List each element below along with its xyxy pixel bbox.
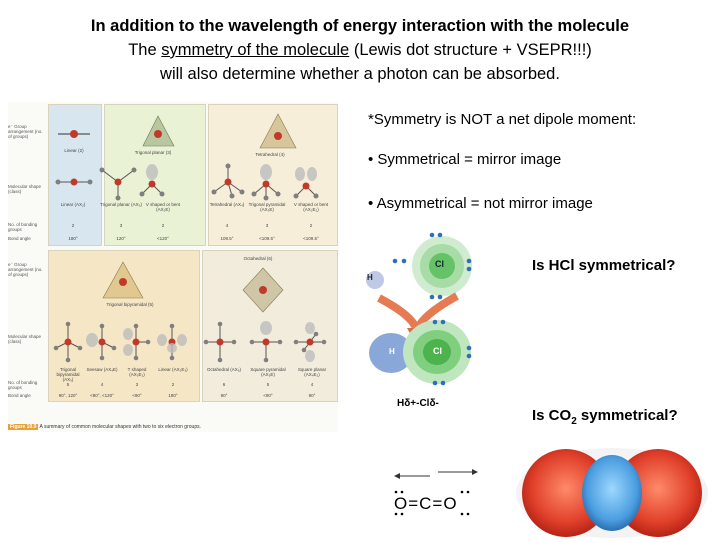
bond-count: 3 <box>120 382 154 387</box>
bond-count: 2 <box>288 223 334 228</box>
bond-count: 3 <box>100 223 142 228</box>
hcl-partial-charges: Hδ+-Clδ- <box>397 398 439 409</box>
bullet-asymmetrical: • Asymmetrical = not mirror image <box>368 194 593 214</box>
symmetry-note: *Symmetry is NOT a net dipole moment: <box>368 110 636 130</box>
hcl-bottom-cl-label: Cl <box>433 346 442 356</box>
shape-label: Octahedral (AX₆) <box>204 367 244 372</box>
bond-angle: <120° <box>142 236 184 241</box>
title-line-1: In addition to the wavelength of energy … <box>0 14 720 38</box>
co2-electrostatic-drawing <box>508 438 716 538</box>
row-label-group-arrangement: e⁻ Group arrangement (no. of groups) <box>8 124 46 139</box>
bond-count: 5 <box>52 382 84 387</box>
co2-electrostatic-model <box>508 438 716 538</box>
hcl-top-h-label: H <box>367 273 373 282</box>
bond-count: 4 <box>206 223 248 228</box>
hcl-top-cl-label: Cl <box>435 259 444 269</box>
bullet-symmetrical: • Symmetrical = mirror image <box>368 150 561 170</box>
figure-number: Figure 10.9 <box>8 424 38 430</box>
question-co2: Is CO2 symmetrical? <box>532 406 678 432</box>
question-hcl: Is HCl symmetrical? <box>532 256 675 276</box>
bond-count: 4 <box>86 382 118 387</box>
title-line-2-pre: The <box>128 41 161 59</box>
slide-title: In addition to the wavelength of energy … <box>0 14 720 86</box>
bond-angle: 120° <box>100 236 142 241</box>
bond-angle: 180° <box>156 393 190 398</box>
title-line-2: The symmetry of the molecule (Lewis dot … <box>0 38 720 62</box>
row-label-bonding-groups: No. of bonding groups <box>8 222 46 232</box>
title-line-3: will also determine whether a photon can… <box>0 62 720 86</box>
bond-angle: <109.5° <box>288 236 334 241</box>
row-label-molecular-shape: Molecular shape (class) <box>8 184 46 194</box>
bond-angle: 90°, 120° <box>52 393 84 398</box>
bond-count: 4 <box>292 382 332 387</box>
question-co2-post: symmetrical? <box>577 407 678 424</box>
bond-count: 2 <box>142 223 184 228</box>
shape-label: Seesaw (AX₄E) <box>86 367 118 372</box>
shape-label: V shaped or bent (AX₂E) <box>142 202 184 212</box>
row-label-bond-angle-bottom: Bond angle <box>8 393 46 398</box>
co2-lewis-structure: O=C=O <box>388 462 488 522</box>
bond-angle: <90°, <120° <box>86 393 118 398</box>
shape-label: Linear (AX₂) <box>50 202 96 207</box>
title-underlined-phrase: symmetry of the molecule <box>161 41 349 59</box>
bond-count: 5 <box>248 382 288 387</box>
row-label-bond-angle: Bond angle <box>8 236 46 241</box>
bond-angle: 109.5° <box>206 236 248 241</box>
shape-label: V shaped or bent (AX₂E₂) <box>288 202 334 212</box>
shape-label: Linear (AX₂E₃) <box>156 367 190 372</box>
row-label-bonding-groups-bottom: No. of bonding groups <box>8 380 46 390</box>
co2-formula: O=C=O <box>394 494 458 514</box>
row-label-molecular-shape-bottom: Molecular shape (class) <box>8 334 46 344</box>
figure-caption: Figure 10.9 A summary of common molecula… <box>8 424 201 430</box>
bond-angle: <90° <box>248 393 288 398</box>
title-line-2-post: (Lewis dot structure + VSEPR!!!) <box>349 41 592 59</box>
hcl-bottom-h-label: H <box>389 347 395 356</box>
bond-count: 6 <box>204 382 244 387</box>
row-label-group-arrangement-bottom: e⁻ Group arrangement (no. of groups) <box>8 262 46 277</box>
bond-count: 3 <box>246 223 288 228</box>
bond-angle: 180° <box>50 236 96 241</box>
bond-count: 2 <box>156 382 190 387</box>
shape-label: T shaped (AX₃E₂) <box>120 367 154 377</box>
shape-label: Tetrahedral (AX₄) <box>206 202 248 207</box>
shape-label: Square planar (AX₄E₂) <box>292 367 332 377</box>
bond-angle: <90° <box>120 393 154 398</box>
shape-label: Square pyramidal (AX₅E) <box>248 367 288 377</box>
bottom-row-molecule-models <box>48 250 336 400</box>
bond-angle: <109.5° <box>246 236 288 241</box>
bond-angle: 90° <box>292 393 332 398</box>
shape-label: Trigonal pyramidal (AX₃E) <box>246 202 288 212</box>
bond-count: 2 <box>50 223 96 228</box>
molecular-shapes-figure: e⁻ Group arrangement (no. of groups) Mol… <box>8 102 338 432</box>
shape-label: Trigonal planar (AX₃) <box>100 202 142 207</box>
figure-caption-text: A summary of common molecular shapes wit… <box>40 424 201 430</box>
question-co2-pre: Is CO <box>532 407 571 424</box>
bond-angle: 90° <box>204 393 244 398</box>
hcl-orbital-diagram: H Cl H Cl Hδ+-Clδ- <box>357 228 527 443</box>
shape-label: Trigonal bipyramidal (AX₅) <box>52 367 84 382</box>
